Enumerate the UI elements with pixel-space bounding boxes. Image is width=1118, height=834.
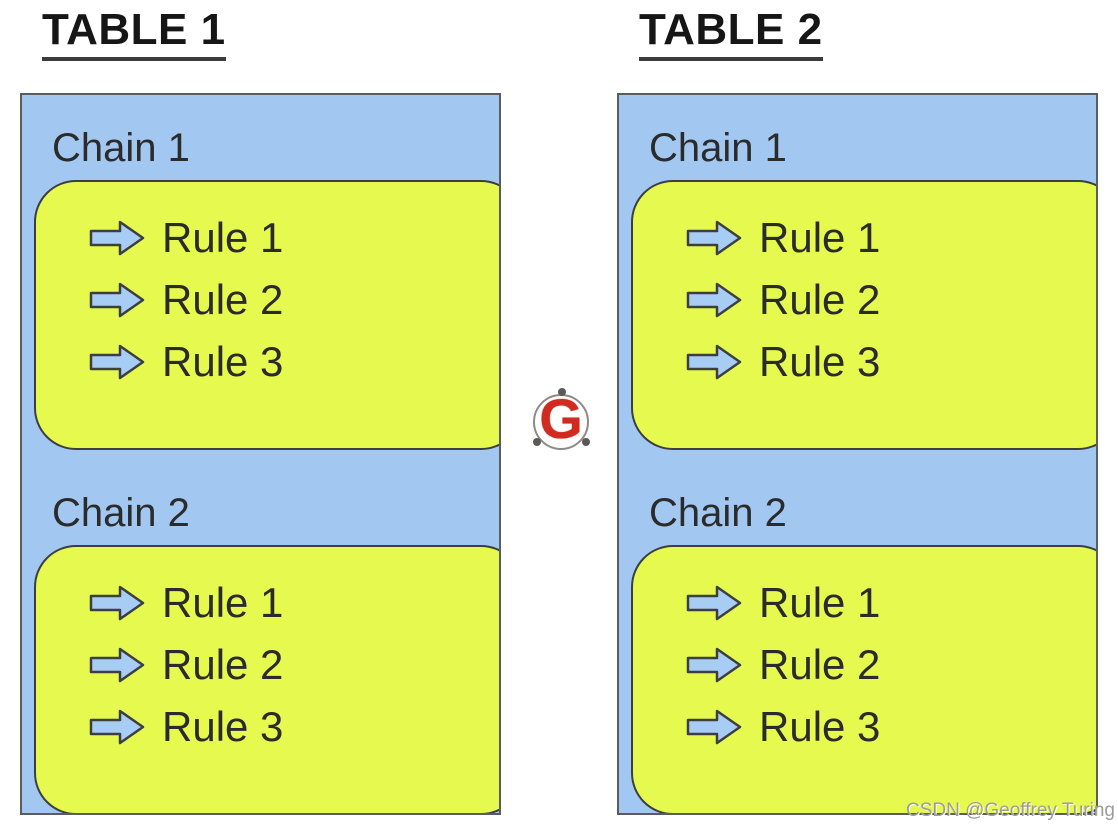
table-2-chain-1-rules-box: Rule 1 Rule 2 Rule 3 xyxy=(631,180,1096,450)
table-2-chain-2-rules-box: Rule 1 Rule 2 Rule 3 xyxy=(631,545,1096,813)
right-arrow-icon xyxy=(89,344,145,380)
table-2-group: TABLE 2 Chain 1 Rule 1 Rule 2 Rule 3 Cha… xyxy=(617,6,1098,815)
rule-label: Rule 1 xyxy=(162,579,284,626)
watermark: CSDN @Geoffrey Turing xyxy=(905,800,1115,821)
g-logo-dot xyxy=(533,438,541,446)
right-arrow-icon xyxy=(89,282,145,318)
right-arrow-icon xyxy=(686,282,742,318)
rule-row: Rule 2 xyxy=(685,274,1096,326)
table-1-group: TABLE 1 Chain 1 Rule 1 Rule 2 Rule 3 Cha… xyxy=(20,6,501,815)
table-1-chain-2-rules-box: Rule 1 Rule 2 Rule 3 xyxy=(34,545,499,813)
table-2-title: TABLE 2 xyxy=(639,6,823,61)
rule-row: Rule 1 xyxy=(685,212,1096,264)
g-logo-dot xyxy=(558,388,566,396)
g-logo-letter: G xyxy=(539,387,583,450)
right-arrow-icon xyxy=(89,220,145,256)
rule-row: Rule 1 xyxy=(88,212,499,264)
table-1-title: TABLE 1 xyxy=(42,6,226,61)
rule-row: Rule 1 xyxy=(88,577,499,629)
rule-row: Rule 2 xyxy=(88,639,499,691)
rule-label: Rule 2 xyxy=(759,276,881,323)
rule-label: Rule 2 xyxy=(162,276,284,323)
table-2-chain-1-label: Chain 1 xyxy=(649,126,787,170)
rule-label: Rule 3 xyxy=(162,703,284,750)
right-arrow-icon xyxy=(686,344,742,380)
rule-row: Rule 3 xyxy=(88,336,499,388)
rule-row: Rule 3 xyxy=(88,701,499,753)
rule-row: Rule 3 xyxy=(685,701,1096,753)
right-arrow-icon xyxy=(89,585,145,621)
right-arrow-icon xyxy=(686,220,742,256)
rule-row: Rule 1 xyxy=(685,577,1096,629)
table-1-chain-2-label: Chain 2 xyxy=(52,491,190,535)
table-2-chain-2-label: Chain 2 xyxy=(649,491,787,535)
table-2-box: Chain 1 Rule 1 Rule 2 Rule 3 Chain 2 xyxy=(617,93,1098,815)
g-logo-dot xyxy=(582,438,590,446)
table-1-chain-1-rules-box: Rule 1 Rule 2 Rule 3 xyxy=(34,180,499,450)
rule-label: Rule 2 xyxy=(759,641,881,688)
rule-label: Rule 3 xyxy=(759,338,881,385)
right-arrow-icon xyxy=(89,647,145,683)
rule-label: Rule 3 xyxy=(759,703,881,750)
rule-label: Rule 1 xyxy=(759,214,881,261)
rule-label: Rule 2 xyxy=(162,641,284,688)
table-1-chain-1-label: Chain 1 xyxy=(52,126,190,170)
rule-label: Rule 1 xyxy=(759,579,881,626)
right-arrow-icon xyxy=(686,585,742,621)
rule-label: Rule 3 xyxy=(162,338,284,385)
right-arrow-icon xyxy=(686,709,742,745)
table-1-box: Chain 1 Rule 1 Rule 2 Rule 3 Chain 2 xyxy=(20,93,501,815)
g-logo: G xyxy=(530,387,592,454)
rule-row: Rule 2 xyxy=(685,639,1096,691)
rule-label: Rule 1 xyxy=(162,214,284,261)
right-arrow-icon xyxy=(89,709,145,745)
right-arrow-icon xyxy=(686,647,742,683)
rule-row: Rule 3 xyxy=(685,336,1096,388)
rule-row: Rule 2 xyxy=(88,274,499,326)
